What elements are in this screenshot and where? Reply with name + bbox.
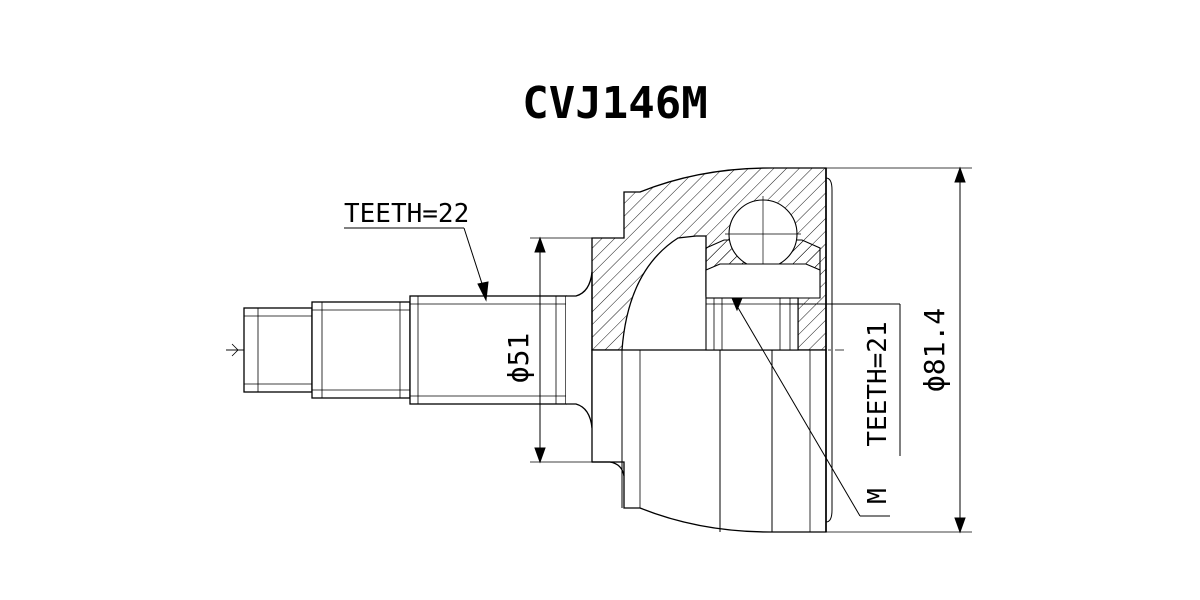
dimension-phi81 bbox=[826, 166, 972, 534]
dimension-phi51 bbox=[530, 236, 592, 464]
leader-teeth-outer bbox=[344, 227, 489, 302]
inner-race-assembly bbox=[705, 196, 821, 351]
inner-race bbox=[705, 263, 821, 299]
shaft-spline-section bbox=[409, 295, 567, 405]
part-number-title: CVJ146M bbox=[522, 78, 707, 129]
leader-thread-mark bbox=[731, 297, 890, 517]
spline-teeth-outer-label: TEETH=22 bbox=[344, 199, 469, 229]
thread-mark-label: M bbox=[863, 488, 893, 504]
housing-lower-view bbox=[591, 349, 827, 533]
leader-teeth-inner bbox=[780, 303, 901, 456]
diameter-housing-label: ϕ81.4 bbox=[918, 308, 951, 392]
inner-spline-bore bbox=[705, 297, 799, 351]
spline-teeth-inner-label: TEETH=21 bbox=[863, 321, 893, 446]
shaft-thread-section bbox=[311, 301, 411, 399]
diameter-shaft-label: ϕ51 bbox=[502, 333, 535, 384]
shaft-end-pin bbox=[243, 307, 313, 393]
